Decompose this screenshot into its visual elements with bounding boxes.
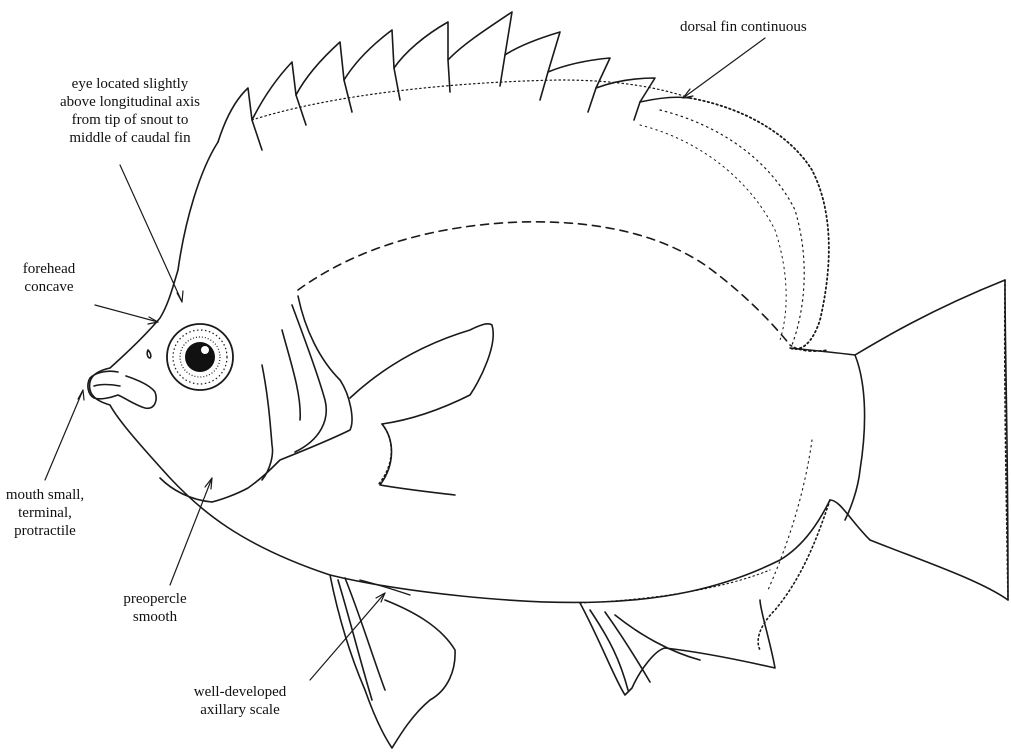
label-mouth-line-2: terminal,	[0, 504, 90, 522]
mouth	[88, 371, 156, 408]
eye-pupil	[185, 342, 215, 372]
pelvic-fin	[330, 575, 455, 748]
leader-preopercle	[170, 478, 212, 585]
lateral-line	[298, 222, 790, 345]
label-eye-line-1: eye located slightly	[30, 75, 230, 93]
leader-eye	[120, 165, 182, 302]
label-preopercle: preopercle smooth	[100, 590, 210, 626]
label-forehead: forehead concave	[4, 260, 94, 296]
label-preopercle-line-1: preopercle	[100, 590, 210, 608]
body-outline	[90, 142, 830, 602]
label-dorsal-fin-line-1: dorsal fin continuous	[680, 18, 807, 36]
soft-dorsal-fin	[690, 98, 829, 349]
label-axillary-scale: well-developed axillary scale	[160, 683, 320, 719]
leader-axillary-scale	[310, 593, 385, 680]
label-forehead-line-1: forehead	[4, 260, 94, 278]
label-preopercle-line-2: smooth	[100, 608, 210, 626]
label-axillary-scale-line-1: well-developed	[160, 683, 320, 701]
label-eye: eye located slightly above longitudinal …	[30, 75, 230, 147]
label-forehead-line-2: concave	[4, 278, 94, 296]
label-mouth: mouth small, terminal, protractile	[0, 486, 90, 540]
label-mouth-line-3: protractile	[0, 522, 90, 540]
label-eye-line-2: above longitudinal axis	[30, 93, 230, 111]
leader-dorsal-fin	[683, 38, 765, 98]
label-mouth-line-1: mouth small,	[0, 486, 90, 504]
anal-fin	[580, 600, 775, 695]
dorsal-fin-spines	[218, 12, 690, 150]
label-dorsal-fin: dorsal fin continuous	[680, 18, 807, 36]
pectoral-fin	[350, 324, 493, 495]
caudal-fin	[790, 280, 1008, 600]
label-eye-line-3: from tip of snout to	[30, 111, 230, 129]
operculum	[212, 296, 352, 502]
label-axillary-scale-line-2: axillary scale	[160, 701, 320, 719]
leader-forehead	[95, 305, 158, 322]
eye	[167, 324, 233, 390]
label-eye-line-4: middle of caudal fin	[30, 129, 230, 147]
nostril	[147, 350, 151, 358]
leader-mouth	[45, 390, 83, 480]
